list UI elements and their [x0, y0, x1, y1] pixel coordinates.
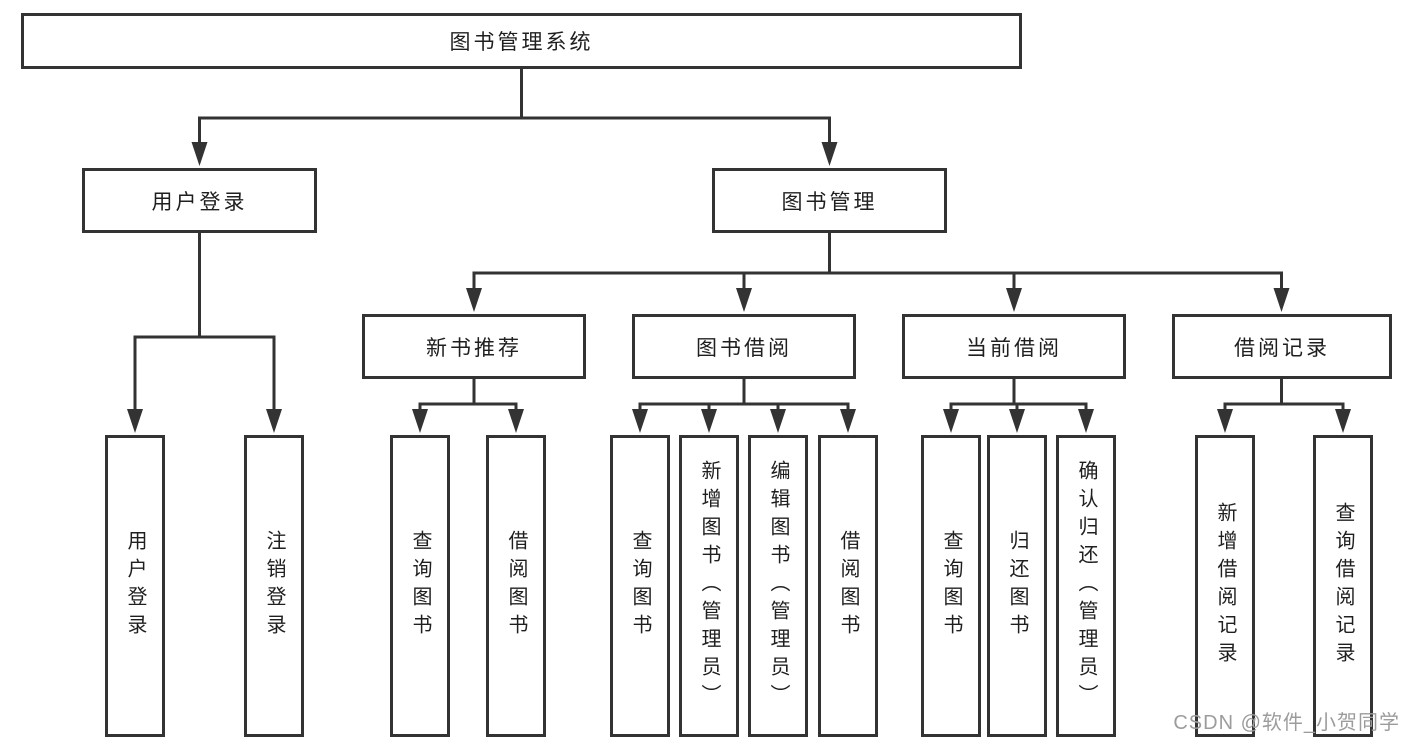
watermark-text: CSDN @软件_小贺同学 [1173, 712, 1400, 734]
node-book-borrow: 图书借阅 [632, 314, 856, 379]
leaf-borrow-book: 借阅图书 [818, 435, 878, 737]
node-current-borrow-label: 当前借阅 [966, 336, 1062, 360]
leaf-edit-book-admin: 编辑图书（管理员） [748, 435, 808, 737]
node-new-book-recommend: 新书推荐 [362, 314, 586, 379]
leaf-add-book-admin: 新增图书（管理员） [679, 435, 739, 737]
leaf-add-borrow-record-label: 新增借阅记录 [1214, 502, 1236, 670]
leaf-return-book-label: 归还图书 [1006, 530, 1028, 642]
node-book-management-label: 图书管理 [781, 190, 878, 214]
leaf-query-book-borrow-label: 查询图书 [629, 530, 651, 642]
node-borrow-record-label: 借阅记录 [1234, 336, 1330, 360]
leaf-add-book-admin-label: 新增图书（管理员） [698, 460, 720, 712]
leaf-user-login: 用户登录 [105, 435, 165, 737]
leaf-query-book-recommend: 查询图书 [390, 435, 450, 737]
leaf-return-book: 归还图书 [987, 435, 1047, 737]
leaf-query-borrow-record-label: 查询借阅记录 [1332, 502, 1354, 670]
node-book-management: 图书管理 [712, 168, 947, 233]
leaf-logout: 注销登录 [244, 435, 304, 737]
leaf-query-book-current: 查询图书 [921, 435, 981, 737]
node-borrow-record: 借阅记录 [1172, 314, 1392, 379]
leaf-user-login-label: 用户登录 [124, 530, 146, 642]
leaf-edit-book-admin-label: 编辑图书（管理员） [767, 460, 789, 712]
leaf-confirm-return-admin: 确认归还（管理员） [1056, 435, 1116, 737]
leaf-borrow-book-label: 借阅图书 [837, 530, 859, 642]
node-user-login: 用户登录 [82, 168, 317, 233]
leaf-add-borrow-record: 新增借阅记录 [1195, 435, 1255, 737]
node-user-login-label: 用户登录 [151, 190, 248, 214]
node-current-borrow: 当前借阅 [902, 314, 1126, 379]
leaf-query-borrow-record: 查询借阅记录 [1313, 435, 1373, 737]
leaf-borrow-book-recommend-label: 借阅图书 [505, 530, 527, 642]
leaf-query-book-borrow: 查询图书 [610, 435, 670, 737]
node-root-label: 图书管理系统 [449, 31, 594, 54]
leaf-confirm-return-admin-label: 确认归还（管理员） [1075, 460, 1097, 712]
leaf-logout-label: 注销登录 [263, 530, 285, 642]
leaf-borrow-book-recommend: 借阅图书 [486, 435, 546, 737]
leaf-query-book-current-label: 查询图书 [940, 530, 962, 642]
node-book-borrow-label: 图书借阅 [696, 336, 792, 360]
node-root: 图书管理系统 [21, 13, 1022, 69]
leaf-query-book-recommend-label: 查询图书 [409, 530, 431, 642]
node-new-book-recommend-label: 新书推荐 [426, 336, 522, 360]
